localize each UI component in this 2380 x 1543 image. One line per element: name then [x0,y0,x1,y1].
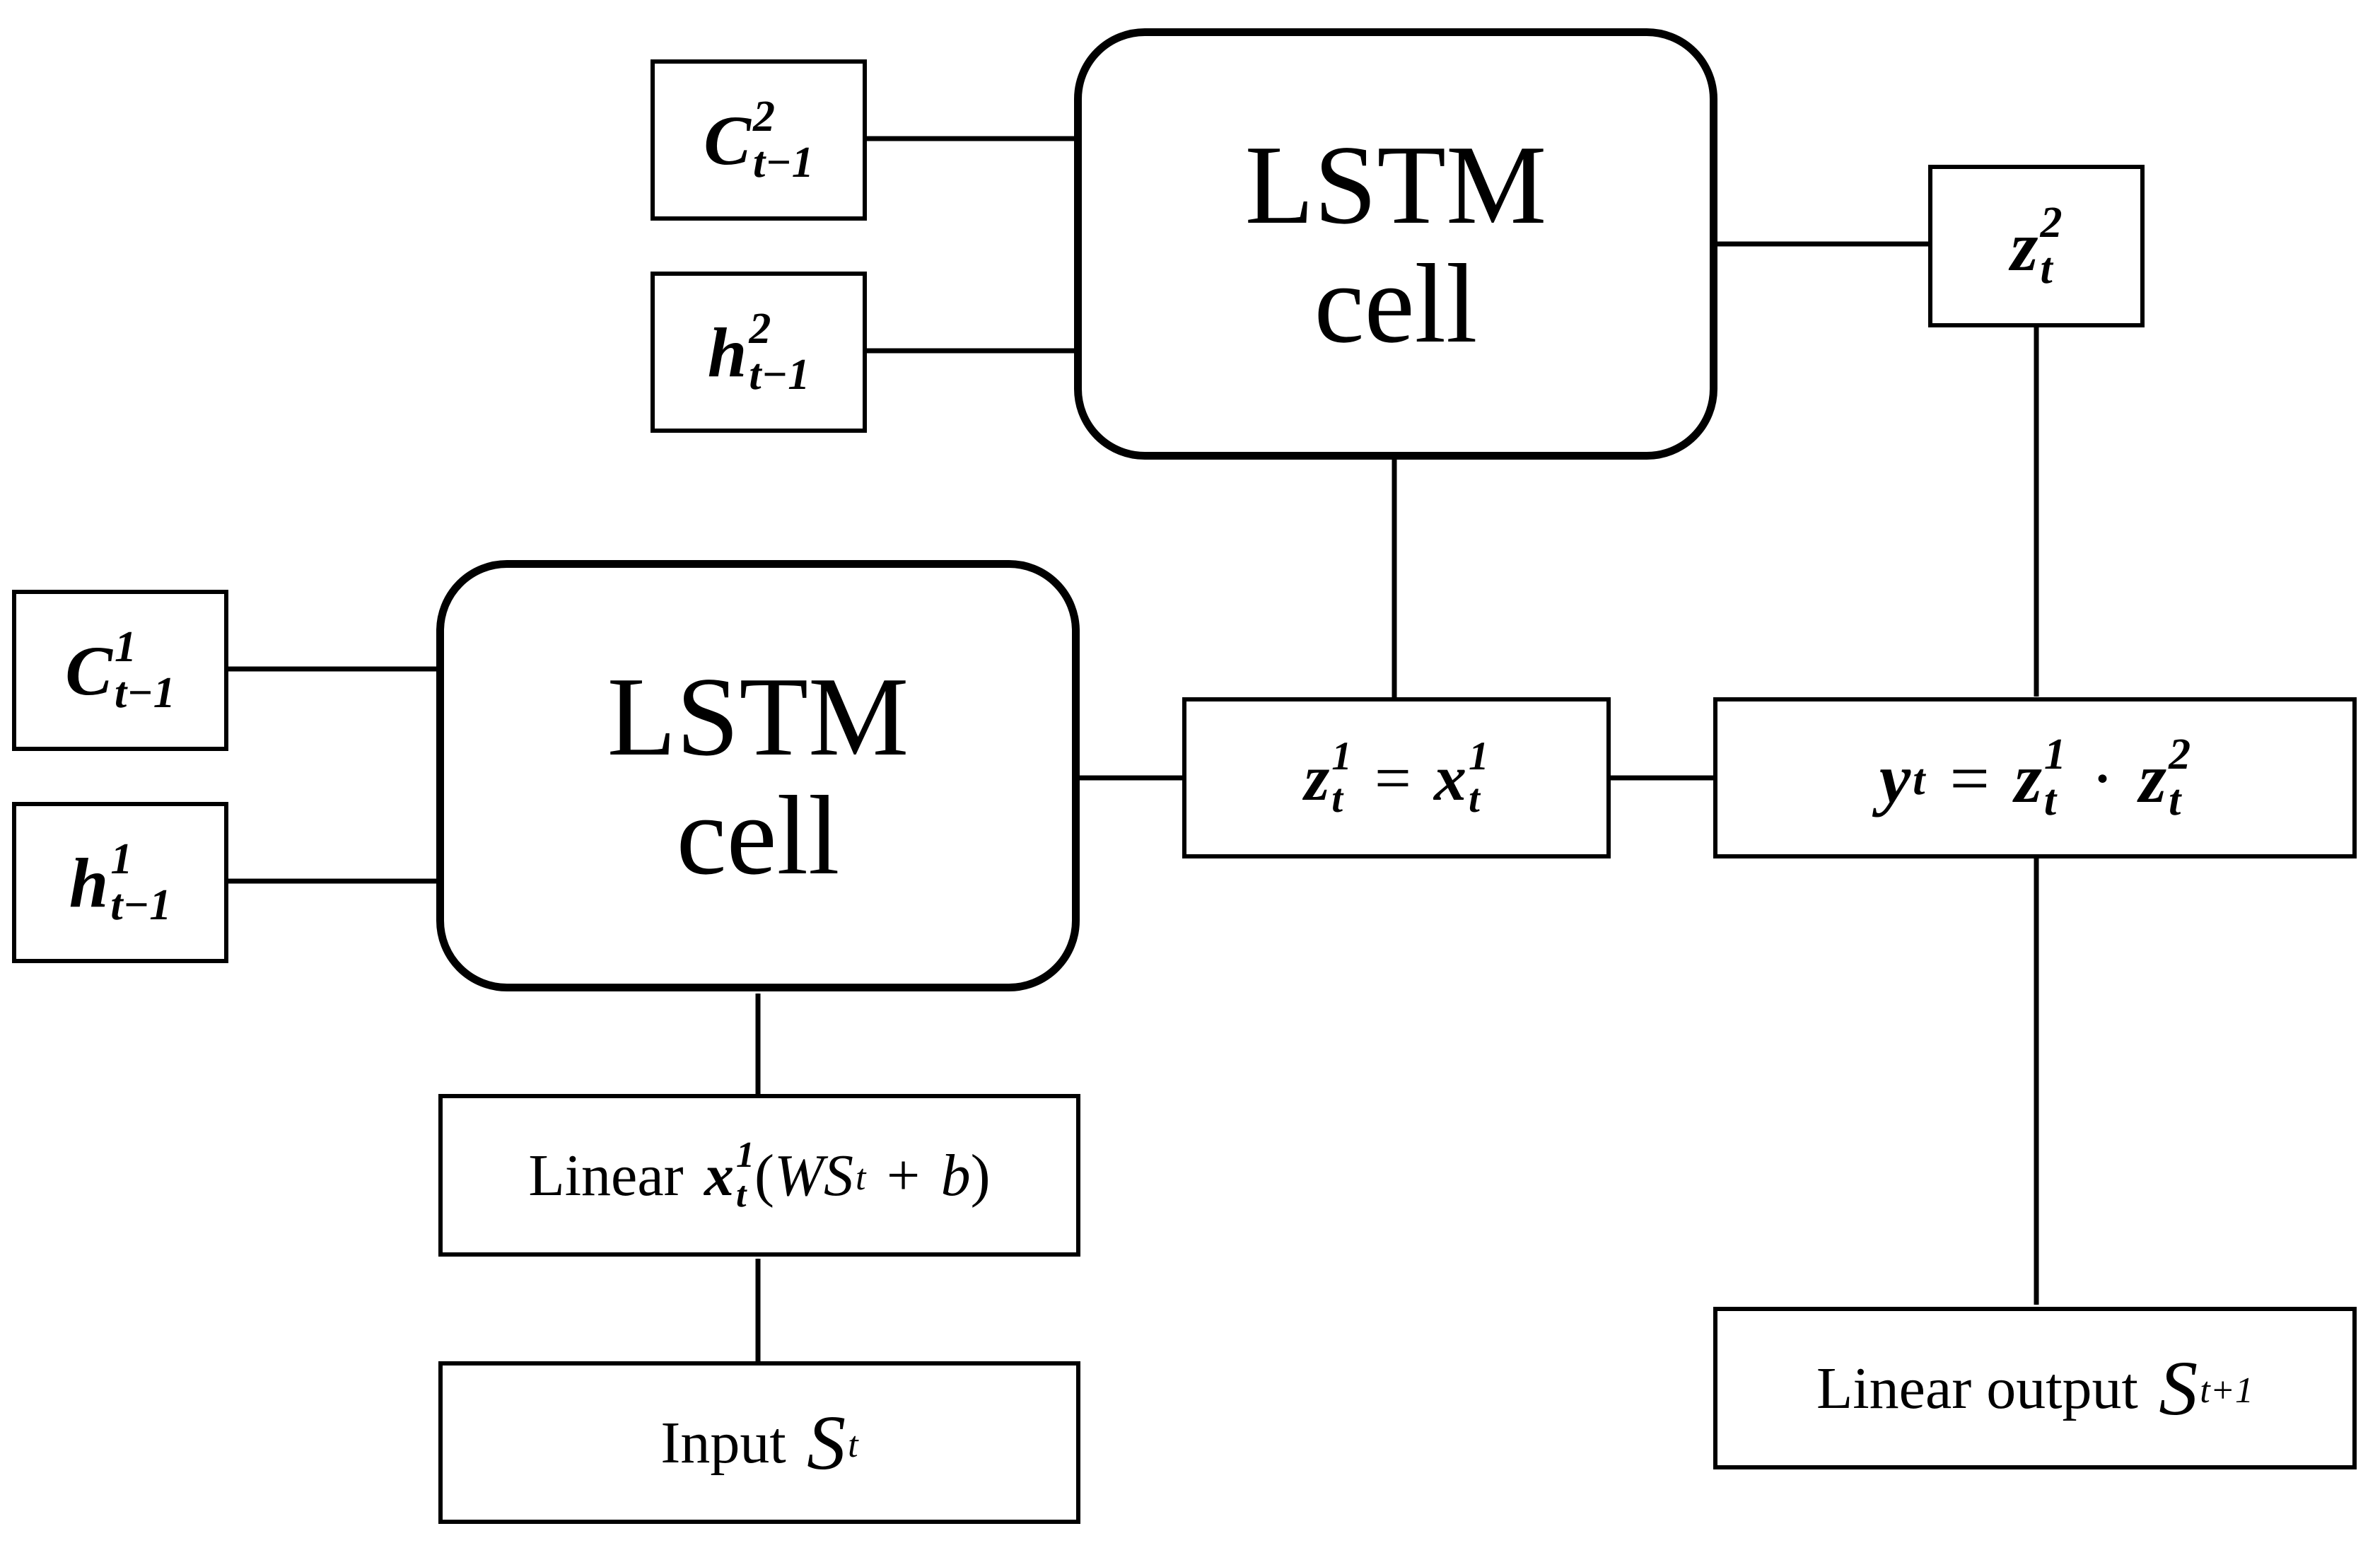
lstm-top-line1: LSTM [1244,122,1547,248]
output-s-base: S [2159,1344,2198,1431]
x1-sup: 1 [1469,733,1489,779]
input-s-sub: t [848,1425,858,1466]
cell-state-c1-box: C 1 t−1 [12,590,228,751]
h1-base: h [69,843,109,922]
cell-state-c2-box: C 2 t−1 [651,59,867,221]
c1-sup: 1 [114,622,136,671]
input-word: Input [660,1409,786,1476]
z2-output-box: z 2 t [1928,165,2145,327]
input-s-base: S [807,1399,846,1486]
x1-sub: t [1469,776,1480,821]
linear-open-paren: ( [754,1142,774,1209]
linear-x-base: x [704,1142,734,1209]
y-z1-sup: 1 [2043,730,2066,779]
y-z2-sub: t [2169,776,2181,825]
z1-equals-sign: = [1374,742,1411,814]
hidden-state-h1-box: h 1 t−1 [12,802,228,963]
y-equals-sign: = [1949,738,1990,817]
output-word: Linear output [1816,1355,2138,1421]
lstm-cell-bottom: LSTM cell [436,560,1080,991]
y-dot-operator: · [2090,738,2115,817]
z1-base: z [1304,742,1330,814]
h2-sub: t−1 [749,351,810,399]
z2-base: z [2010,206,2038,286]
x1-base: x [1434,742,1467,814]
y-sub: t [1913,756,1925,805]
lstm-bottom-line2: cell [676,772,840,898]
linear-input-layer-box: Linear x 1 t ( W S t + b ) [438,1094,1080,1257]
input-box: Input S t [438,1361,1080,1524]
c2-sub: t−1 [752,139,814,187]
c2-sup: 2 [752,92,775,141]
h1-sub: t−1 [110,881,172,929]
linear-s-sub: t [855,1158,866,1199]
linear-x-sub: t [735,1175,747,1215]
linear-plus: + [886,1142,921,1209]
lstm-cell-top: LSTM cell [1074,28,1717,460]
linear-w: W [774,1142,824,1209]
linear-s-base: S [823,1142,853,1209]
linear-close-paren: ) [970,1142,991,1209]
linear-b: b [940,1142,971,1209]
h2-sup: 2 [749,304,771,353]
y-z2-sup: 2 [2169,730,2191,779]
y-z1-sub: t [2043,776,2057,825]
z2-sup: 2 [2040,198,2063,247]
lstm-bottom-line1: LSTM [607,653,909,779]
linear-output-box: Linear output S t+1 [1713,1307,2357,1469]
c1-base: C [65,631,112,710]
z1-sup: 1 [1331,733,1352,779]
y-z1-base: z [2014,738,2042,817]
c2-base: C [704,100,751,180]
h1-sup: 1 [110,834,133,883]
linear-x-sup: 1 [735,1135,755,1176]
output-s-sub: t+1 [2200,1370,2253,1411]
z1-equals-x1-box: z 1 t = x 1 t [1182,697,1611,858]
linear-word: Linear [528,1142,684,1209]
c1-sub: t−1 [114,669,175,717]
z2-sub: t [2040,245,2053,293]
hidden-state-h2-box: h 2 t−1 [651,272,867,433]
y-base: y [1879,738,1911,817]
lstm-top-line2: cell [1314,240,1478,366]
z1-sub: t [1331,776,1343,821]
y-product-box: y t = z 1 t · z 2 t [1713,697,2357,858]
y-z2-base: z [2139,738,2167,817]
h2-base: h [707,313,747,392]
